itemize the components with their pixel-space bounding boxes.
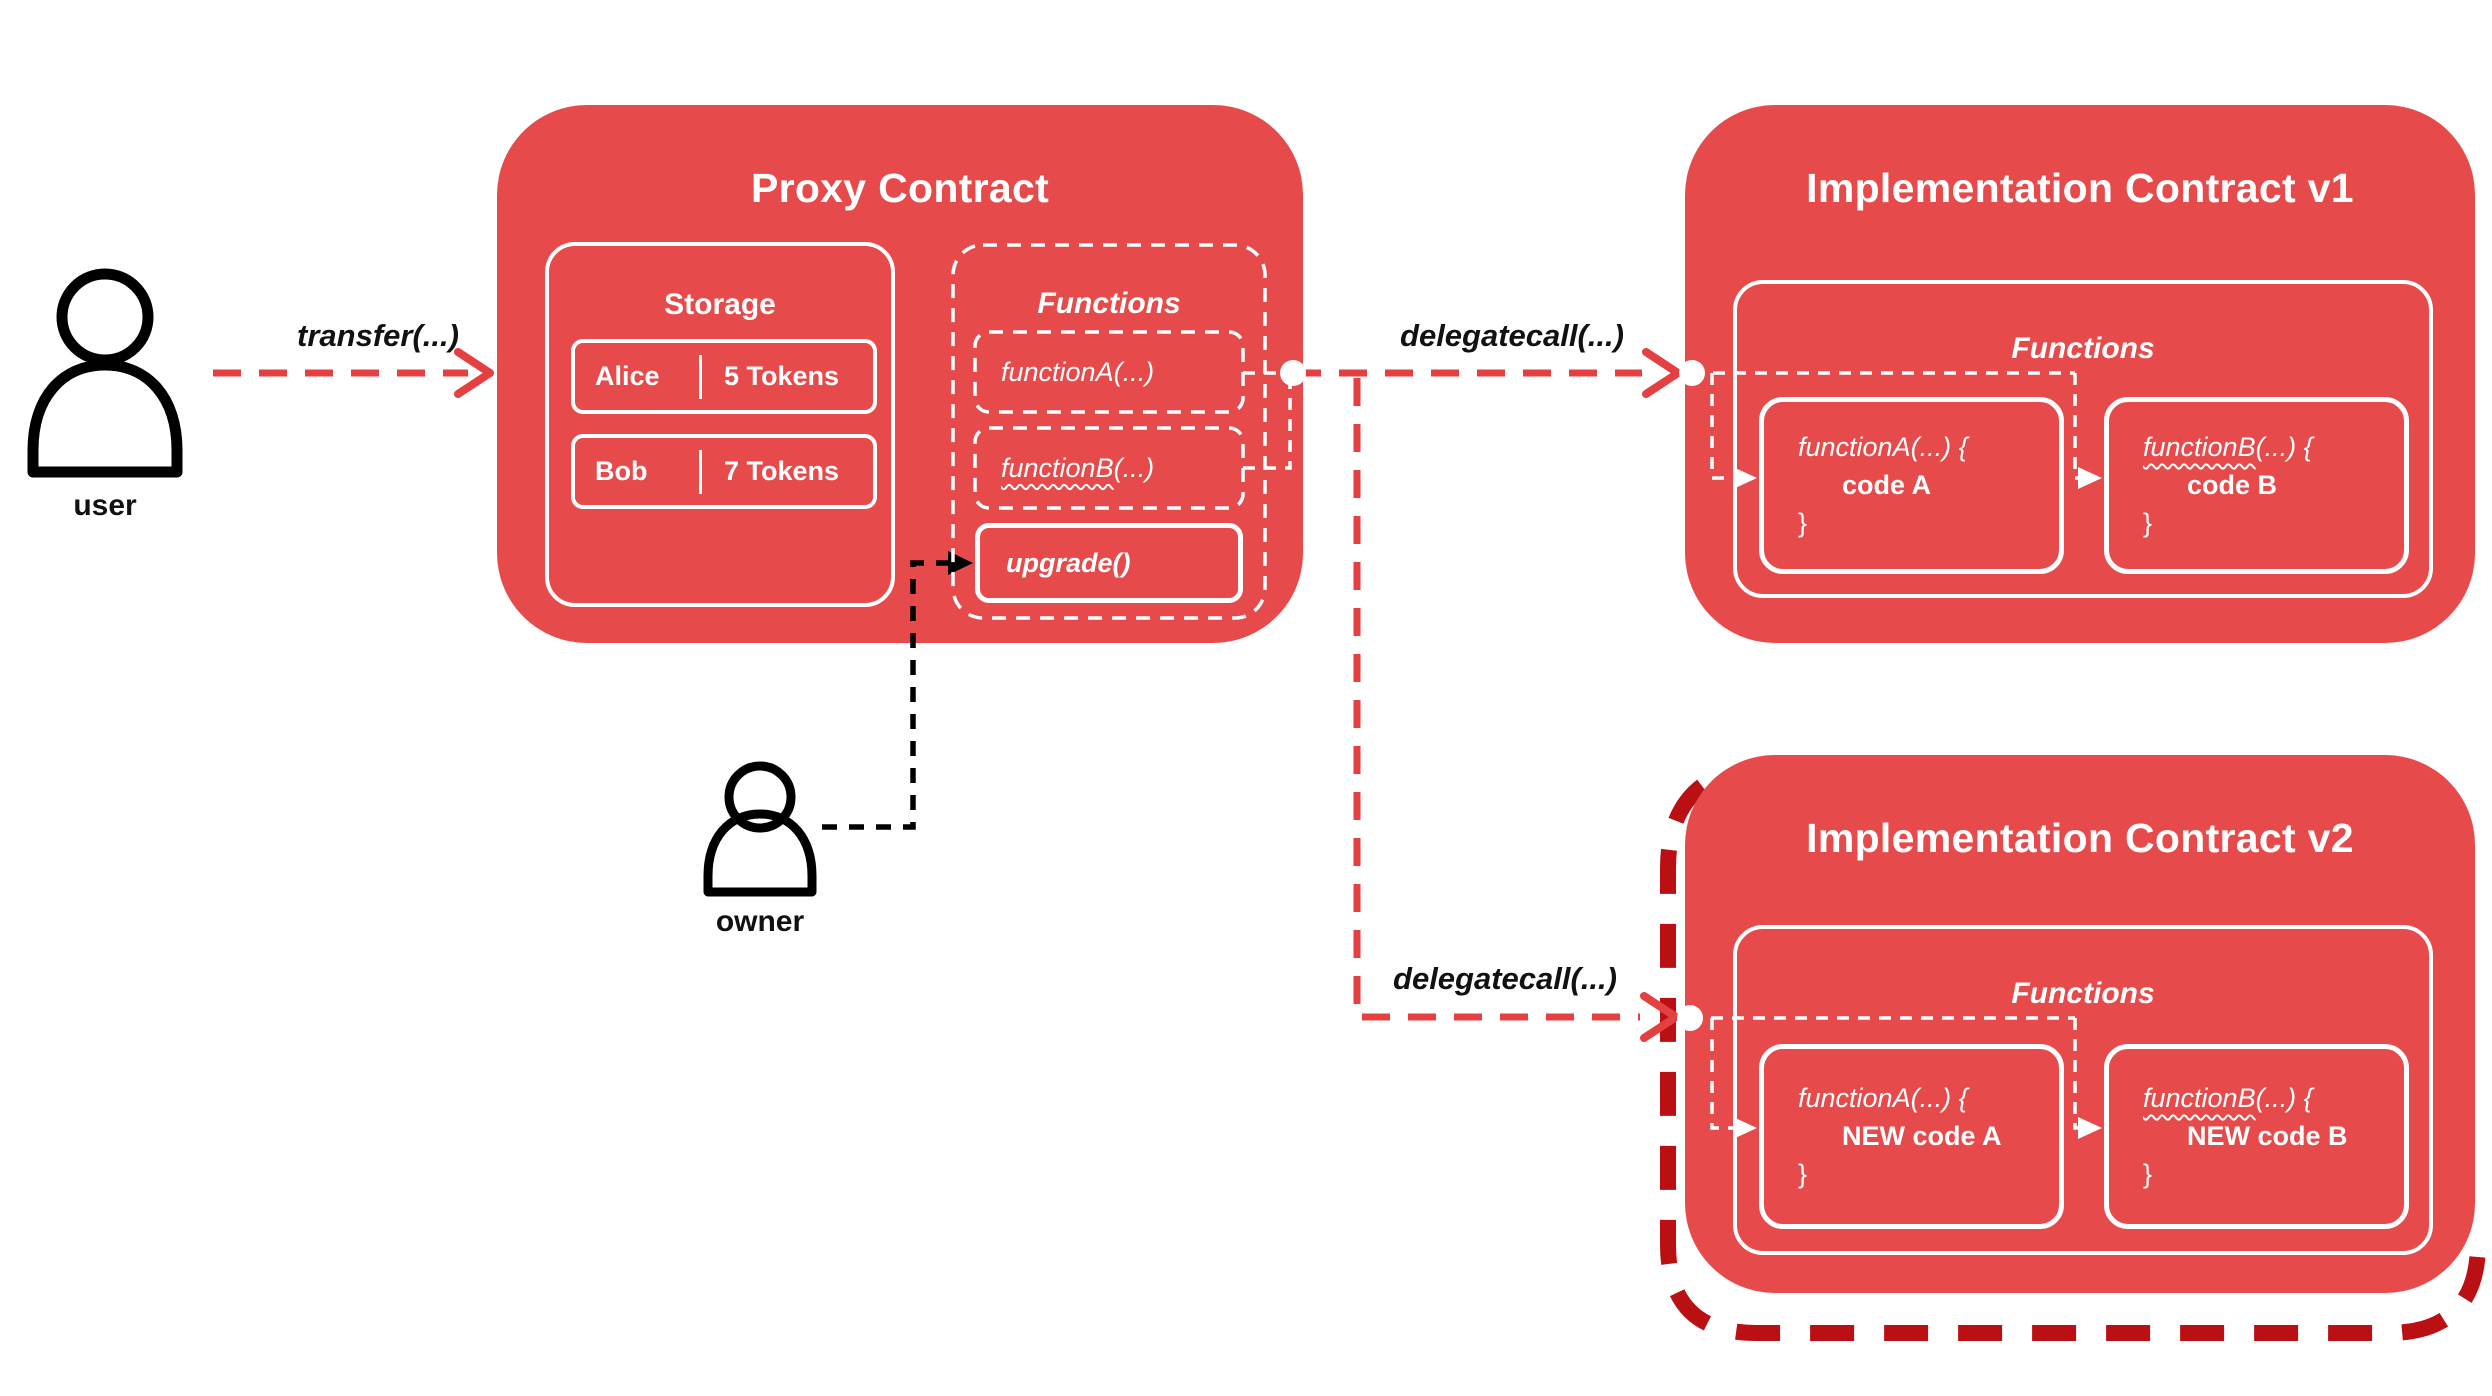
proxy-title: Proxy Contract xyxy=(750,165,1050,211)
v2-functionA-code-box: functionA(...) { NEW code A } xyxy=(1759,1044,2064,1229)
functionB-args: (...) xyxy=(1113,452,1155,483)
storage-row-name: Bob xyxy=(595,456,648,486)
implementation-v1-box: Implementation Contract v1 Functions fun… xyxy=(1685,105,2475,643)
user-person-icon xyxy=(27,268,183,478)
functionB-args: (...) { xyxy=(2255,432,2313,462)
delegatecall-arrow-v2 xyxy=(1353,378,1680,1042)
code-close: } xyxy=(1798,1159,1808,1189)
code-signature: functionB(...) { xyxy=(2143,432,2404,463)
code-body: code A xyxy=(1842,470,1932,500)
owner-person-icon xyxy=(703,761,817,897)
storage-row-bob: Bob 7 Tokens xyxy=(571,434,877,509)
v2-functions-box: Functions functionA(...) { NEW code A } … xyxy=(1733,925,2433,1255)
storage-title: Storage xyxy=(664,288,776,321)
implementation-v2-box: Implementation Contract v2 Functions fun… xyxy=(1685,755,2475,1293)
functionB-name: functionB xyxy=(2143,432,2256,462)
proxy-contract-box: Proxy Contract Storage Alice 5 Tokens Bo… xyxy=(497,105,1303,643)
transfer-call-label: transfer(...) xyxy=(297,318,459,353)
v1-functionA-code-box: functionA(...) { code A } xyxy=(1759,397,2064,574)
code-body: NEW code B xyxy=(2187,1121,2348,1151)
owner-head xyxy=(724,761,796,833)
v2-functionB-code-box: functionB(...) { NEW code B } xyxy=(2104,1044,2409,1229)
proxy-functionA-item: functionA(...) xyxy=(975,332,1243,412)
delegatecall-v1-label: delegatecall(...) xyxy=(1400,318,1624,353)
storage-row-amount: 7 Tokens xyxy=(724,456,840,486)
code-signature: functionB(...) { xyxy=(2143,1083,2404,1114)
storage-row-amount: 5 Tokens xyxy=(724,361,840,391)
delegatecall-arrow-v1 xyxy=(1293,348,1682,398)
functionB-name: functionB xyxy=(1001,452,1114,483)
proxy-functionB-item: functionB(...) xyxy=(975,428,1243,508)
separator-bar xyxy=(699,354,702,399)
code-signature: functionA(...) { xyxy=(1798,432,1968,462)
storage-box: Storage Alice 5 Tokens Bob 7 Tokens xyxy=(545,242,895,607)
delegatecall-v2-label: delegatecall(...) xyxy=(1393,961,1617,996)
proxy-functions-title: Functions xyxy=(1037,287,1181,320)
arrowhead xyxy=(1642,348,1682,398)
v1-functions-box: Functions functionA(...) { code A } func… xyxy=(1733,280,2433,598)
junction-dots xyxy=(1280,360,1705,1031)
transfer-arrow xyxy=(213,348,494,398)
v1-functions-title: Functions xyxy=(2011,332,2155,365)
v2-functions-title: Functions xyxy=(2011,977,2155,1010)
v1-functionB-code-box: functionB(...) { code B } xyxy=(2104,397,2409,574)
storage-row-name: Alice xyxy=(595,361,660,391)
code-signature: functionA(...) { xyxy=(1798,1083,1968,1113)
functionA-label: functionA(...) xyxy=(1001,356,1155,387)
arrowhead xyxy=(454,348,494,398)
impl-v1-title: Implementation Contract v1 xyxy=(1806,165,2354,211)
user-label: user xyxy=(73,489,137,522)
proxy-upgrade-item: upgrade() xyxy=(975,523,1243,603)
user-body xyxy=(27,359,183,478)
impl-v2-title: Implementation Contract v2 xyxy=(1806,815,2354,861)
user-head xyxy=(56,268,154,366)
separator-bar xyxy=(699,449,702,494)
proxy-functions-group: Functions functionA(...) functionB(...) … xyxy=(953,245,1265,618)
functionB-name: functionB xyxy=(2143,1083,2256,1113)
arrowhead xyxy=(1640,992,1680,1042)
code-close: } xyxy=(2143,1159,2153,1189)
owner-label: owner xyxy=(715,905,805,938)
code-close: } xyxy=(2143,508,2153,538)
owner-body xyxy=(703,809,817,897)
code-body: NEW code A xyxy=(1842,1121,2002,1151)
storage-row-alice: Alice 5 Tokens xyxy=(571,339,877,414)
functionB-label: functionB(...) xyxy=(1001,453,1154,484)
upgrade-label: upgrade() xyxy=(1006,547,1131,578)
code-close: } xyxy=(1798,508,1808,538)
code-body: code B xyxy=(2187,470,2278,500)
functionB-args: (...) { xyxy=(2255,1083,2313,1113)
